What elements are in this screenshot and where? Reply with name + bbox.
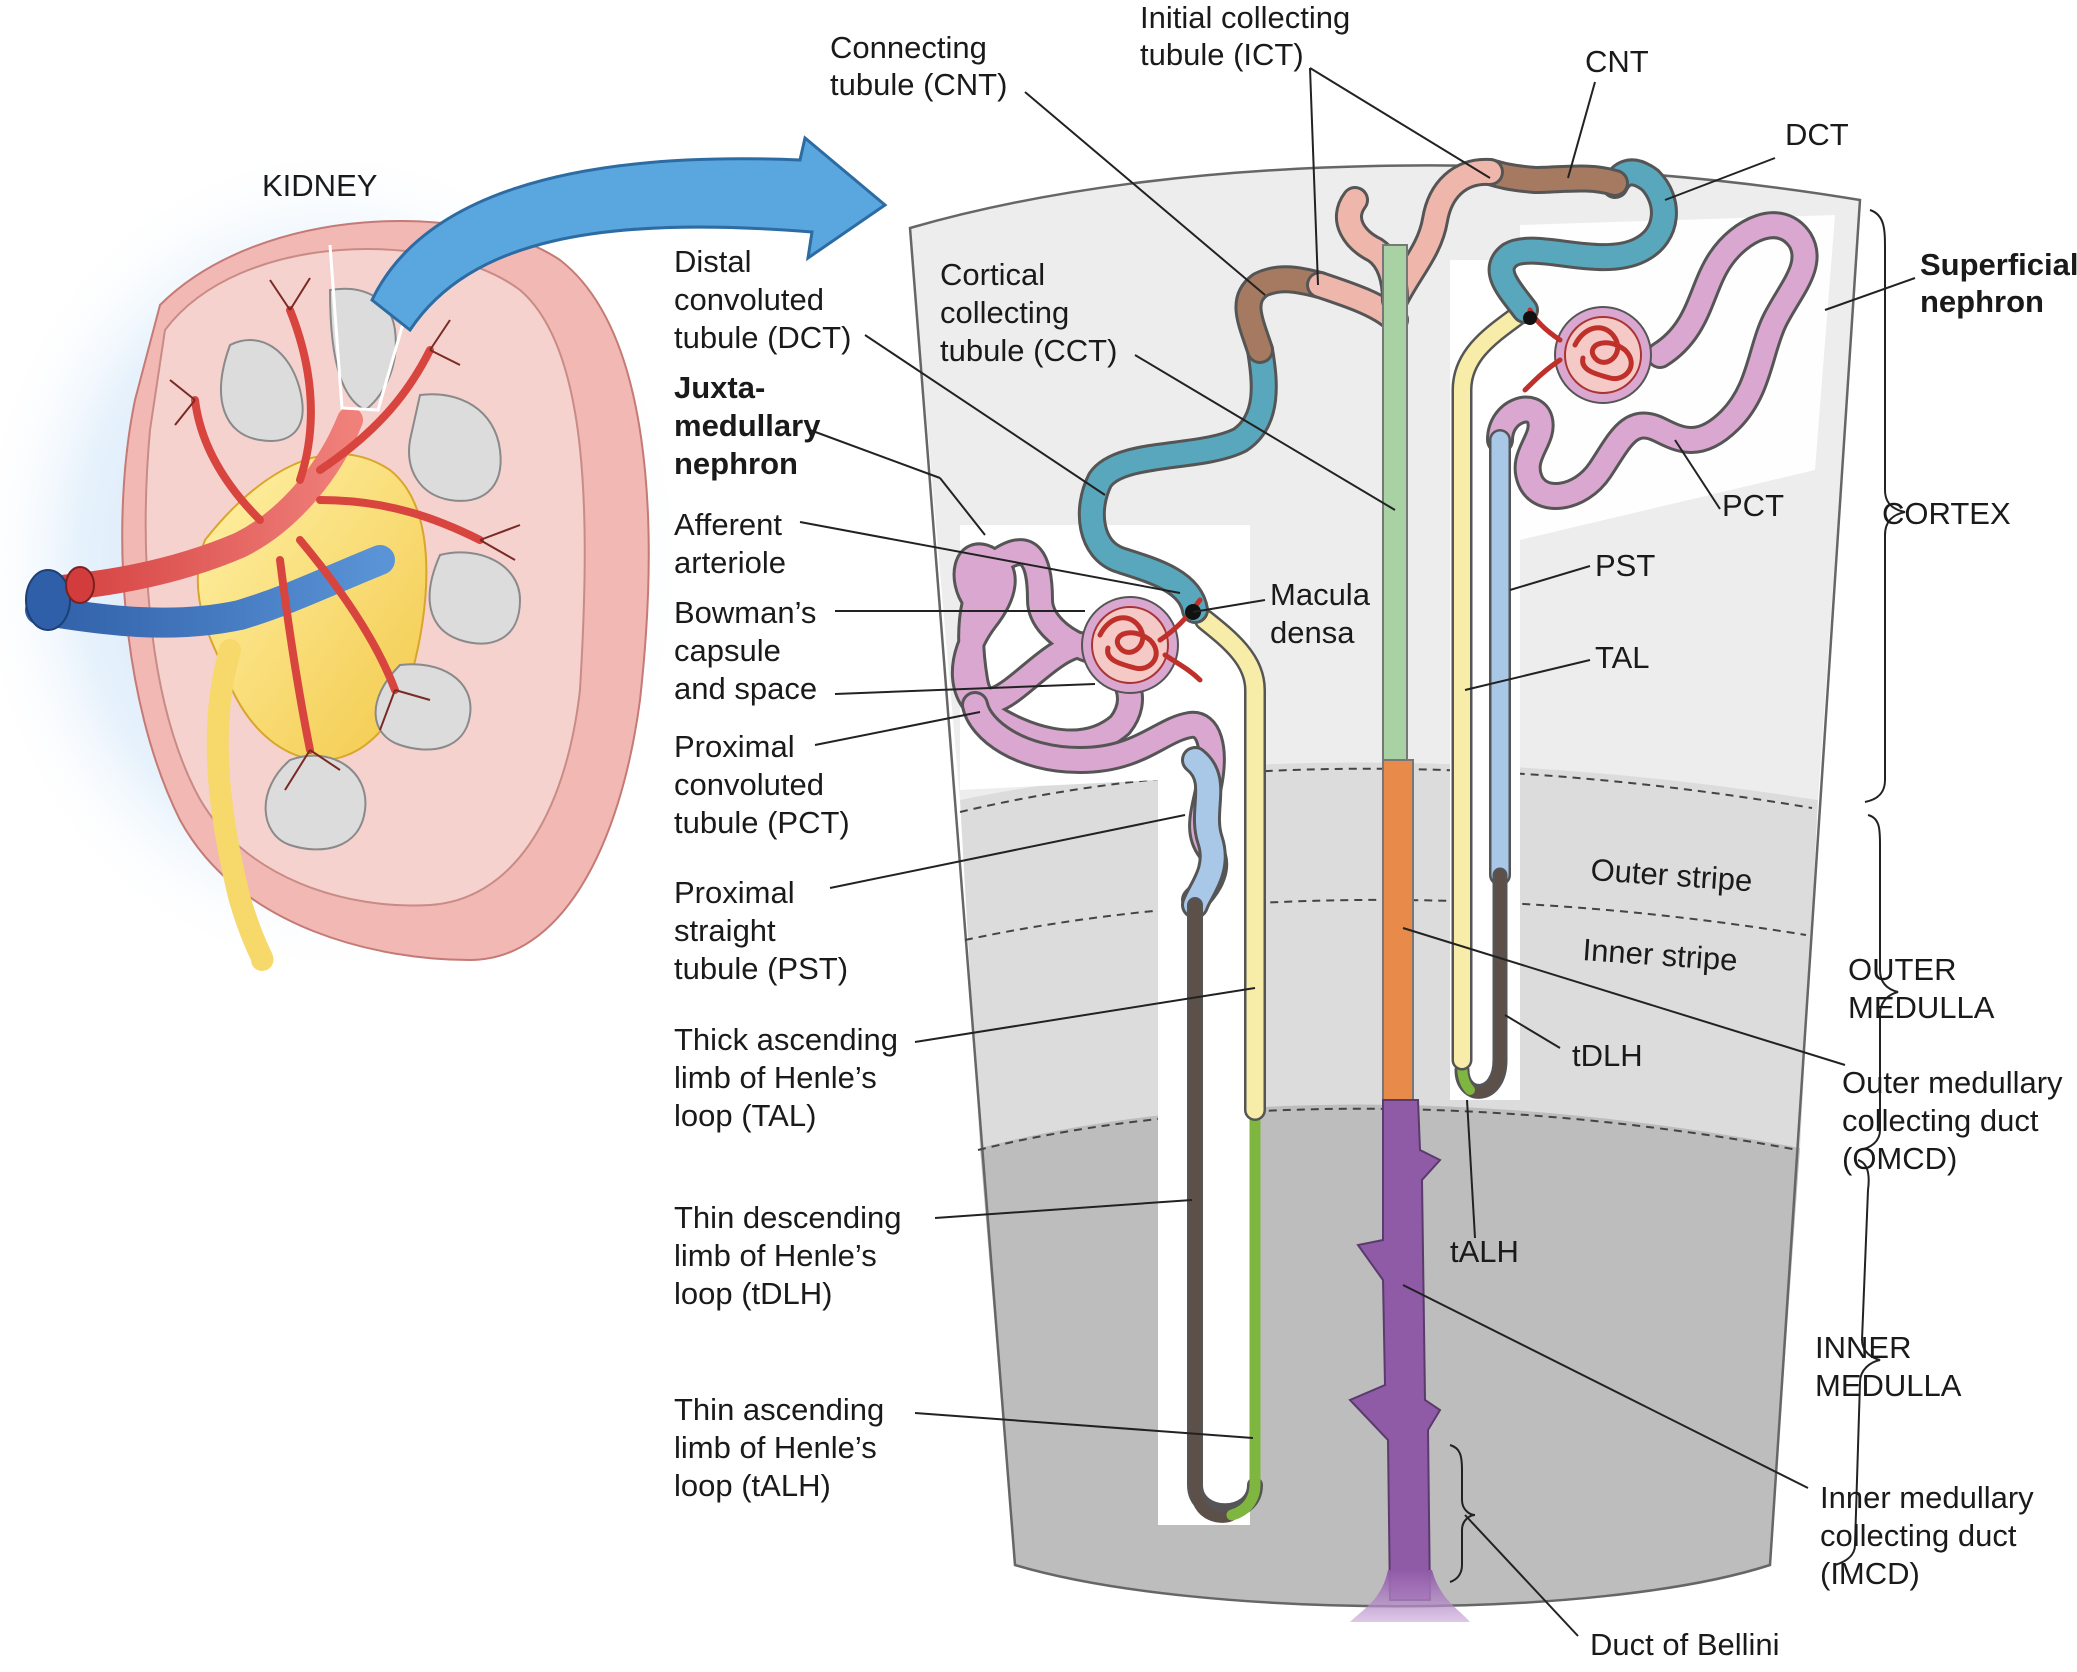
label-afferent-1: Afferent [674, 507, 782, 542]
label-pct-long-2: convoluted [674, 767, 824, 802]
label-distal-1: Distal [674, 244, 752, 279]
diagram-labels: Connecting tubule (CNT) Initial collecti… [674, 0, 2077, 1662]
kidney-label: KIDNEY [262, 168, 377, 203]
cortex-medulla-boundary [959, 767, 1813, 813]
jm-tal-tube [1196, 611, 1264, 1119]
label-distal-3: tubule (DCT) [674, 320, 851, 355]
label-distal-2: convoluted [674, 282, 824, 317]
label-dct: DCT [1785, 117, 1849, 152]
label-macula-1: Macula [1270, 577, 1371, 612]
cct-tube [1382, 244, 1408, 761]
label-inner-medulla-2: MEDULLA [1815, 1368, 1962, 1403]
label-connecting-tubule-1: Connecting [830, 30, 987, 65]
renal-pyramids [220, 287, 522, 851]
sup-ict-tube [1384, 160, 1501, 311]
jm-dct-tube [1080, 339, 1275, 621]
label-tal-long-2: limb of Henle’s [674, 1060, 877, 1095]
label-pct-short: PCT [1722, 488, 1784, 523]
sup-pct-tube [1489, 214, 1816, 507]
zone-brackets [1449, 209, 1906, 1583]
sup-dct-tube [1490, 161, 1675, 321]
label-tal-short: TAL [1595, 640, 1650, 675]
leader-lines [799, 67, 1916, 1637]
label-cnt: CNT [1585, 44, 1649, 79]
label-bowman-2: capsule [674, 633, 781, 668]
vein-opening [25, 569, 71, 631]
collecting-duct [1335, 186, 1470, 1622]
label-omcd-2: collecting duct [1842, 1103, 2039, 1138]
label-talh-long-2: limb of Henle’s [674, 1430, 877, 1465]
label-pst-short: PST [1595, 548, 1655, 583]
label-pct-long-1: Proximal [674, 729, 795, 764]
label-tal-long-3: loop (TAL) [674, 1098, 816, 1133]
label-omcd-1: Outer medullary [1842, 1065, 2063, 1100]
label-talh-long-1: Thin ascending [674, 1392, 884, 1427]
label-tdlh-short: tDLH [1572, 1038, 1643, 1073]
ureter [206, 639, 274, 971]
label-juxta-1: Juxta- [674, 370, 765, 405]
label-juxta-2: medullary [674, 408, 821, 443]
label-talh-short: tALH [1450, 1234, 1519, 1269]
label-pst-long-3: tubule (PST) [674, 951, 848, 986]
label-imcd-3: (IMCD) [1820, 1556, 1920, 1591]
kidney-illustration: KIDNEY [0, 140, 690, 980]
label-juxta-3: nephron [674, 446, 798, 481]
juxtamedullary-nephron [951, 265, 1409, 1523]
label-omcd-3: (OMCD) [1842, 1141, 1957, 1176]
label-pct-long-3: tubule (PCT) [674, 805, 850, 840]
label-duct-of-bellini: Duct of Bellini [1590, 1627, 1780, 1662]
superficial-nephron [1381, 157, 1819, 1099]
jm-talh-tube [1226, 1104, 1261, 1521]
label-ict-2: tubule (ICT) [1140, 37, 1304, 72]
label-macula-2: densa [1270, 615, 1355, 650]
label-superficial-1: Superficial [1920, 247, 2077, 282]
label-talh-long-3: loop (tALH) [674, 1468, 831, 1503]
label-superficial-2: nephron [1920, 284, 2044, 319]
label-tal-long-1: Thick ascending [674, 1022, 898, 1057]
label-tdlh-long-1: Thin descending [674, 1200, 902, 1235]
juxtamedullary-highlight [960, 525, 1250, 1525]
label-outer-medulla-2: MEDULLA [1848, 990, 1995, 1025]
label-outer-medulla-1: OUTER [1848, 952, 1957, 987]
section-outline [908, 164, 1862, 1608]
interlobar-arteries [191, 306, 484, 754]
label-connecting-tubule-2: tubule (CNT) [830, 67, 1007, 102]
label-pst-long-2: straight [674, 913, 776, 948]
label-cortical-2: collecting [940, 295, 1069, 330]
duct-of-bellini-opening [1350, 1570, 1470, 1622]
jm-glomerulus-capillaries [1097, 597, 1203, 683]
label-afferent-2: arteriole [674, 545, 786, 580]
label-cortical-3: tubule (CCT) [940, 333, 1117, 368]
arcuate-branches [169, 277, 521, 791]
label-tdlh-long-3: loop (tDLH) [674, 1276, 833, 1311]
stripe-boundary [964, 898, 1807, 941]
zoom-arrow-icon [370, 135, 888, 333]
jm-cnt-tube [1237, 268, 1331, 361]
outer-inner-medulla-boundary [977, 1107, 1799, 1151]
zoom-wedge [328, 244, 422, 412]
sup-macula-densa-marker [1523, 311, 1537, 325]
label-inner-medulla-1: INNER [1815, 1330, 1911, 1365]
jm-pst-tube [1184, 749, 1224, 916]
label-ict-1: Initial collecting [1140, 0, 1350, 35]
label-cortical-1: Cortical [940, 257, 1045, 292]
artery-opening [65, 566, 95, 604]
label-imcd-2: collecting duct [1820, 1518, 2017, 1553]
label-imcd-1: Inner medullary [1820, 1480, 2034, 1515]
label-bowman-1: Bowman’s [674, 595, 816, 630]
sup-cnt-tube [1479, 161, 1626, 194]
label-cortex: CORTEX [1882, 496, 2011, 531]
label-pst-long-1: Proximal [674, 875, 795, 910]
label-bowman-3: and space [674, 671, 817, 706]
label-tdlh-long-2: limb of Henle’s [674, 1238, 877, 1273]
